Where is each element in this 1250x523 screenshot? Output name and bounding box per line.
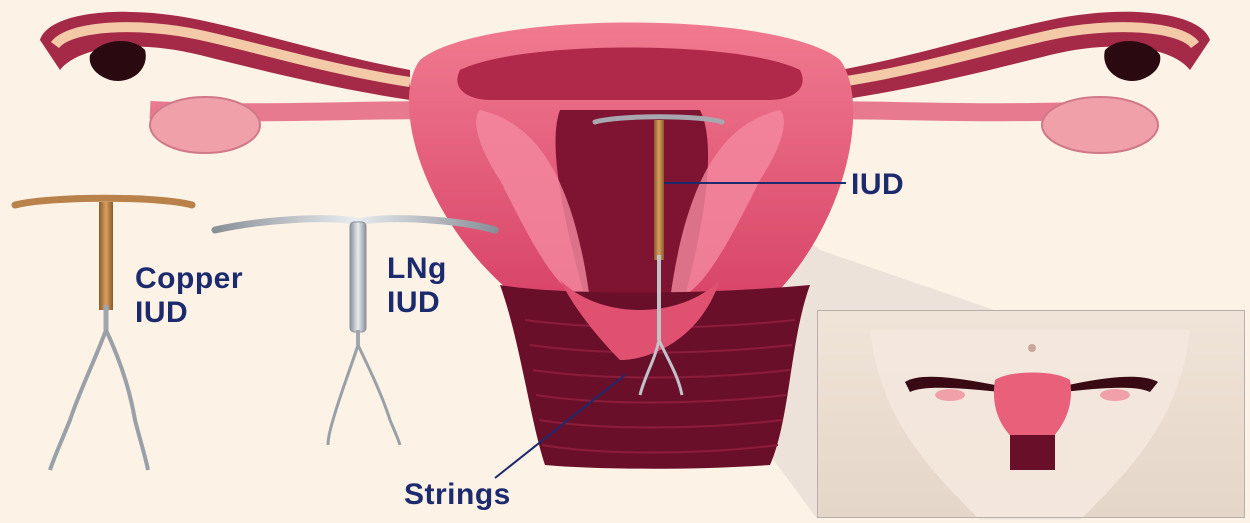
copper-iud-illustration [15, 198, 192, 470]
left-ovary [150, 97, 260, 153]
lng-iud-label: LNg IUD [387, 252, 447, 320]
left-fallopian-tube [40, 12, 410, 100]
copper-iud-label-line1: Copper [135, 262, 243, 296]
copper-iud-label-line2: IUD [135, 296, 243, 330]
lng-iud-label-line1: LNg [387, 252, 447, 286]
strings-label: Strings [404, 478, 511, 512]
copper-iud-label: Copper IUD [135, 262, 243, 330]
iud-label: IUD [851, 168, 904, 202]
inset-frame [817, 310, 1245, 518]
right-ovary [1042, 97, 1158, 153]
lng-iud-illustration [215, 219, 495, 445]
lng-iud-label-line2: IUD [387, 286, 447, 320]
right-fallopian-tube [840, 12, 1210, 100]
